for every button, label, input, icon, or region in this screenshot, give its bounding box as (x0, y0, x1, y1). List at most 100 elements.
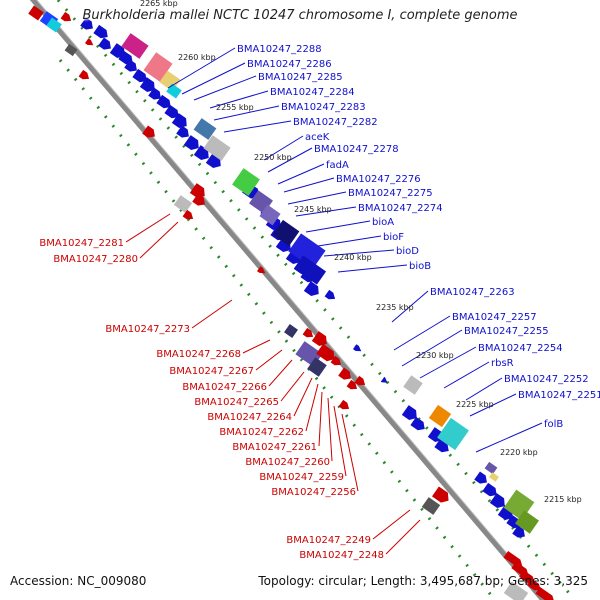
gene-arrow (192, 193, 205, 206)
gene-arrow (324, 289, 336, 300)
leader-line (475, 422, 543, 453)
leader-line (305, 220, 371, 233)
gene-arrow (432, 486, 449, 503)
gene-box (284, 324, 298, 338)
leader-line (372, 509, 411, 540)
leader-line (267, 147, 313, 173)
kbp-marker: 2255 kbp (216, 103, 254, 112)
gene-arrow (519, 570, 535, 583)
gene-box (121, 33, 149, 59)
gene-box (288, 233, 326, 269)
leader-line (305, 383, 319, 432)
leader-line (213, 105, 280, 121)
gene-arrow (526, 578, 541, 591)
gene-label-reverse: BMA10247_2262 (219, 427, 304, 438)
map-title: Burkholderia mallei NCTC 10247 chromosom… (82, 8, 518, 23)
gene-arrow (132, 68, 147, 83)
gene-arrow (109, 43, 125, 59)
gene-label-forward: BMA10247_2251 (518, 390, 600, 401)
gene-label-forward: bioA (372, 217, 394, 228)
gene-label-reverse: BMA10247_2273 (105, 324, 190, 335)
leader-line (191, 299, 233, 329)
gene-arrow (338, 399, 350, 410)
gene-label-forward: BMA10247_2282 (293, 117, 378, 128)
gene-arrow (346, 379, 358, 390)
leader-line (223, 120, 292, 133)
gene-arrow (176, 125, 189, 138)
gene-label-forward: bioB (409, 261, 431, 272)
gene-label-forward: BMA10247_2263 (430, 287, 515, 298)
gene-box (143, 52, 173, 82)
leader-line (327, 397, 333, 462)
gene-label-forward: BMA10247_2255 (464, 326, 549, 337)
gene-arrow (148, 87, 161, 100)
leader-line (337, 264, 408, 273)
gene-label-forward: folB (544, 419, 563, 430)
gene-label-reverse: BMA10247_2281 (39, 238, 124, 249)
gene-label-reverse: BMA10247_2280 (53, 254, 138, 265)
gene-arrow (512, 525, 525, 538)
kbp-marker: 2240 kbp (334, 253, 372, 262)
gene-label-reverse: BMA10247_2264 (207, 412, 292, 423)
gene-box (503, 581, 529, 600)
leader-line (323, 249, 395, 257)
kbp-marker: 2250 kbp (254, 153, 292, 162)
gene-label-forward: BMA10247_2252 (504, 374, 589, 385)
leader-line (268, 359, 293, 387)
leader-line (391, 290, 429, 323)
gene-arrow (353, 344, 362, 352)
leader-line (385, 519, 421, 555)
leader-line (283, 177, 335, 193)
gene-label-forward: BMA10247_2276 (336, 174, 421, 185)
gene-label-forward: bioF (383, 232, 404, 243)
leader-line (318, 391, 323, 447)
gene-arrow (164, 104, 179, 119)
outer-dotted-line (58, 59, 497, 600)
gene-box (293, 255, 327, 285)
leader-line (242, 339, 271, 354)
kbp-marker: 2245 kbp (294, 205, 332, 214)
gene-box (259, 204, 281, 226)
dotted-guide-lines (56, 0, 577, 600)
gene-arrow (302, 327, 314, 338)
gene-box (64, 43, 78, 57)
leader-line (333, 405, 347, 477)
leader-line (295, 206, 357, 217)
gene-label-reverse: BMA10247_2248 (299, 550, 384, 561)
gene-features (28, 5, 555, 600)
gene-label-reverse: BMA10247_2261 (232, 442, 317, 453)
gene-label-reverse: BMA10247_2268 (156, 349, 241, 360)
gene-arrow (311, 331, 327, 347)
leader-line (181, 62, 246, 95)
gene-arrow (506, 514, 521, 529)
gene-arrow (489, 493, 505, 509)
topology-text: Topology: circular; Length: 3,495,687 bp… (258, 574, 588, 588)
gene-arrow (474, 471, 487, 484)
leader-line (393, 315, 451, 351)
gene-arrow (85, 38, 94, 46)
backbone (29, 0, 548, 600)
gene-arrow (124, 59, 137, 72)
leader-line (125, 213, 171, 243)
gene-box (232, 168, 260, 196)
gene-arrow (354, 375, 366, 386)
leader-line (280, 371, 305, 402)
gene-box (489, 472, 499, 482)
gene-label-reverse: BMA10247_2249 (286, 535, 371, 546)
gene-arrow (503, 550, 523, 567)
gene-box (437, 417, 469, 451)
gene-arrow (98, 37, 111, 50)
leader-line (255, 349, 283, 371)
gene-arrow (189, 183, 205, 199)
gene-labels: BMA10247_2288BMA10247_2286BMA10247_2285B… (39, 44, 600, 561)
inner-dotted-line (56, 0, 577, 600)
kbp-marker: 2215 kbp (544, 495, 582, 504)
gene-box (173, 195, 193, 213)
accession-text: Accession: NC_009080 (10, 574, 147, 588)
gene-label-forward: BMA10247_2288 (237, 44, 322, 55)
gene-arrow (330, 355, 342, 366)
leader-line (341, 413, 359, 492)
gene-arrow (183, 135, 199, 151)
